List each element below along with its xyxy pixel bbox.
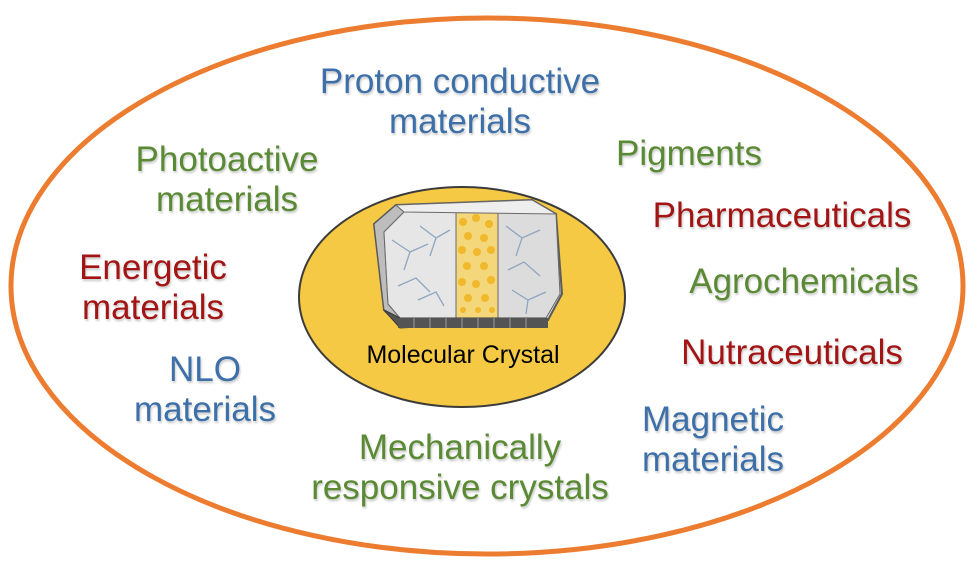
label-line: Magnetic [641, 400, 785, 439]
label-line: Nutraceuticals [681, 333, 903, 372]
crystal-icon [372, 198, 564, 329]
label-line: responsive crystals [311, 468, 609, 507]
label-line: Photoactive [135, 140, 319, 179]
label-line: Energetic [79, 248, 227, 287]
label-line: materials [642, 440, 784, 479]
label-proton-conductive: Proton conductive materials [300, 62, 620, 142]
label-magnetic: Magnetic materials [608, 400, 818, 480]
crystal-molecule-sticks [391, 225, 547, 315]
label-line: Proton conductive [319, 62, 601, 101]
label-energetic: Energetic materials [58, 248, 248, 328]
label-line: Pigments [616, 134, 762, 173]
crystal-bottom-ticks [413, 318, 527, 328]
label-agrochemicals: Agrochemicals [664, 262, 944, 302]
label-mechanically-responsive: Mechanically responsive crystals [290, 428, 630, 508]
label-pigments: Pigments [594, 134, 784, 174]
label-line: NLO [169, 350, 241, 389]
crystal-dots [458, 214, 495, 313]
label-line: Mechanically [358, 428, 562, 467]
label-line: materials [389, 102, 531, 141]
label-line: Agrochemicals [689, 262, 919, 301]
crystal-top-rim [394, 199, 558, 215]
label-line: materials [156, 180, 298, 219]
label-pharmaceuticals: Pharmaceuticals [632, 196, 932, 236]
center-label: Molecular Crystal [366, 341, 560, 369]
crystal-right-face [497, 199, 561, 319]
label-nutraceuticals: Nutraceuticals [652, 333, 932, 373]
label-photoactive: Photoactive materials [112, 140, 342, 220]
label-line: materials [82, 288, 224, 327]
label-line: Pharmaceuticals [652, 196, 912, 235]
label-nlo: NLO materials [110, 350, 300, 430]
crystal-bottom-strip [398, 318, 548, 328]
label-line: materials [134, 390, 276, 429]
